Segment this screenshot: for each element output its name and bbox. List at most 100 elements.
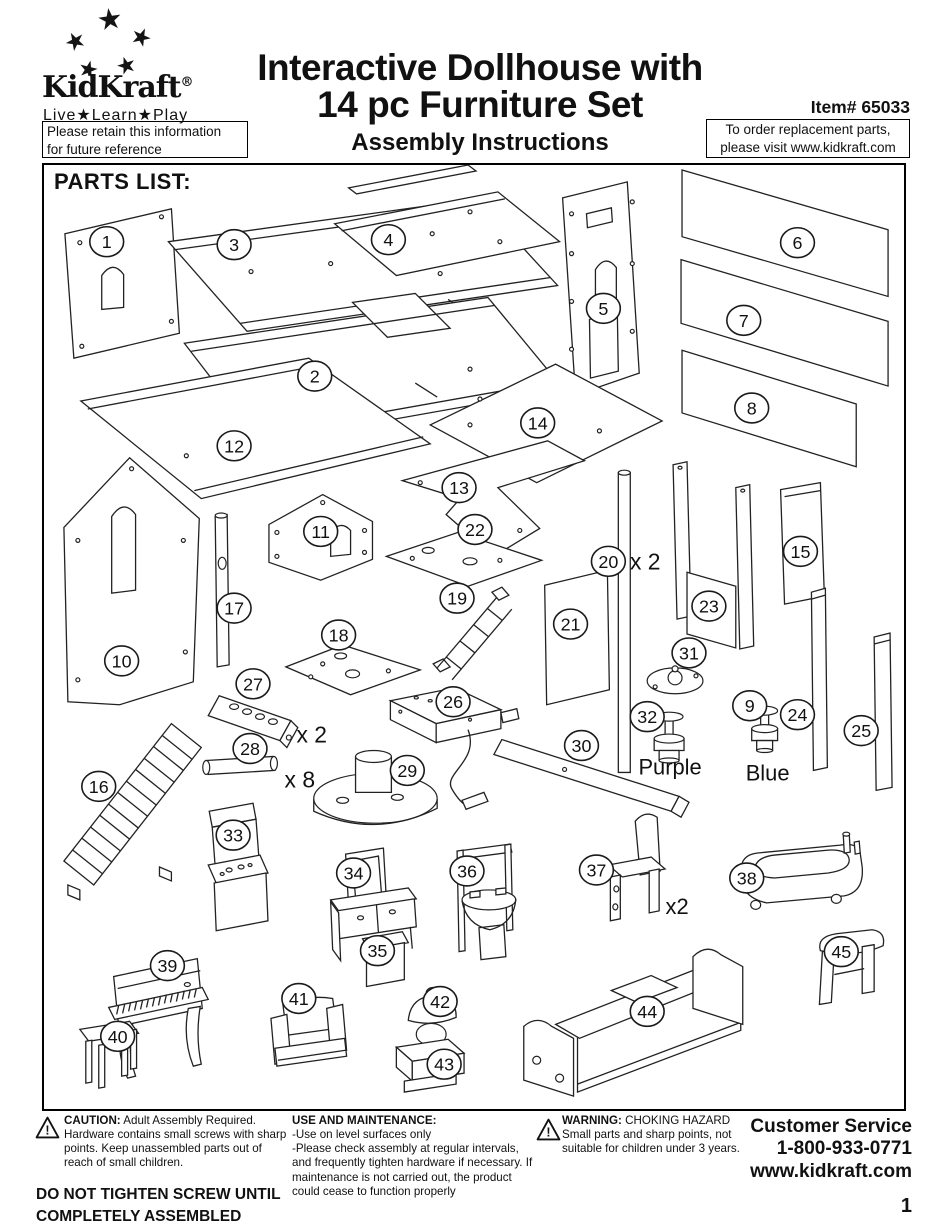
svg-text:21: 21 — [561, 615, 581, 635]
part-27-drawing — [207, 694, 299, 749]
part-20-drawing — [617, 469, 631, 774]
svg-text:34: 34 — [344, 863, 364, 883]
quantity-label: x 8 — [285, 766, 316, 792]
maintenance-line-2: -Please check assembly at regular interv… — [292, 1142, 533, 1198]
page-number: 1 — [900, 1195, 912, 1217]
svg-text:38: 38 — [737, 868, 757, 888]
part-24-number-badge: 24 — [779, 698, 816, 731]
retain-notice-box: Please retain this information for futur… — [42, 121, 248, 158]
part-3-number-badge: 3 — [216, 228, 252, 261]
part-5-number-badge: 5 — [585, 292, 622, 325]
title-line-1: Interactive Dollhouse with — [257, 47, 703, 88]
part-36-number-badge: 36 — [449, 855, 485, 887]
warning-triangle-icon: ! — [35, 1116, 60, 1139]
part-21-number-badge: 21 — [552, 608, 589, 640]
part-6-number-badge: 6 — [779, 226, 816, 259]
quantity-label: x 2 — [630, 548, 661, 574]
part-31-drawing — [646, 665, 704, 695]
svg-text:11: 11 — [311, 522, 330, 542]
part-37-number-badge: 37 — [578, 854, 615, 886]
part-7-drawing — [680, 258, 889, 387]
star-icon: ★ — [59, 24, 92, 59]
svg-text:29: 29 — [397, 761, 417, 781]
svg-text:31: 31 — [679, 643, 699, 663]
svg-text:26: 26 — [443, 692, 463, 712]
part-12-number-badge: 12 — [216, 430, 252, 462]
svg-text:32: 32 — [637, 707, 657, 727]
part-10-number-badge: 10 — [103, 645, 140, 677]
part-18-number-badge: 18 — [320, 619, 357, 651]
part-29-number-badge: 29 — [389, 754, 426, 787]
part-1-drawing — [64, 208, 181, 359]
retain-notice-line-2: for future reference — [47, 141, 162, 157]
part-11-number-badge: 11 — [302, 515, 339, 548]
svg-text:43: 43 — [434, 1055, 454, 1075]
part-2-number-badge: 2 — [297, 360, 333, 392]
part-5-drawing — [561, 181, 640, 396]
part-38-number-badge: 38 — [729, 862, 765, 894]
svg-text:36: 36 — [457, 861, 477, 881]
svg-text:5: 5 — [598, 299, 608, 319]
part-19-drawing — [432, 586, 513, 681]
part-37-drawing — [606, 813, 667, 922]
part-40-drawing — [78, 1020, 140, 1089]
part-44-drawing — [523, 948, 744, 1097]
part-27-number-badge: 27 — [235, 668, 271, 700]
quantity-label: x 2 — [296, 722, 327, 748]
part-28-number-badge: 28 — [232, 732, 268, 765]
svg-text:2: 2 — [310, 367, 320, 387]
do-not-tighten-warning: DO NOT TIGHTEN SCREW UNTIL COMPLETELY AS… — [36, 1184, 281, 1228]
part-17-number-badge: 17 — [216, 592, 252, 624]
part-33-drawing — [207, 802, 269, 932]
warning-body: CHOKING HAZARD Small parts and sharp poi… — [562, 1114, 740, 1156]
part-14-number-badge: 14 — [519, 407, 556, 439]
part-45-number-badge: 45 — [823, 935, 860, 968]
caution-block: CAUTION: Adult Assembly Required. Hardwa… — [64, 1114, 289, 1171]
customer-service-website: www.kidkraft.com — [750, 1160, 912, 1182]
caution-body: Adult Assembly Required. Hardware contai… — [64, 1114, 287, 1170]
svg-text:12: 12 — [224, 436, 244, 456]
part-25-drawing — [873, 632, 893, 792]
svg-text:1: 1 — [102, 232, 112, 252]
quantity-label: Blue — [746, 760, 790, 785]
star-icon: ★ — [94, 2, 126, 38]
svg-text:24: 24 — [788, 705, 808, 725]
part-25-number-badge: 25 — [843, 714, 879, 747]
subtitle: Assembly Instructions — [351, 129, 609, 156]
part-30-number-badge: 30 — [563, 729, 600, 762]
svg-text:14: 14 — [528, 413, 548, 433]
svg-text:18: 18 — [329, 625, 349, 645]
svg-text:30: 30 — [572, 736, 592, 756]
part-24-drawing — [810, 587, 829, 772]
quantity-label: x2 — [665, 894, 688, 919]
document-title: Interactive Dollhouse with 14 pc Furnitu… — [165, 49, 795, 157]
choking-warning-block: WARNING: CHOKING HAZARD Small parts and … — [562, 1114, 759, 1156]
part-38-drawing — [740, 831, 863, 910]
replacement-notice-line-2: please visit www.kidkraft.com — [720, 140, 896, 156]
part-20-number-badge: 20 — [590, 545, 627, 578]
part-12-drawing — [79, 357, 432, 500]
svg-text:15: 15 — [791, 542, 811, 562]
svg-text:3: 3 — [229, 235, 239, 255]
part-23-number-badge: 23 — [691, 590, 727, 622]
brand-name: KidKraft® — [42, 70, 194, 105]
part-44-number-badge: 44 — [629, 995, 665, 1028]
part-17-drawing — [214, 512, 230, 668]
parts-list-heading: PARTS LIST: — [54, 169, 192, 194]
svg-text:35: 35 — [367, 941, 387, 961]
svg-text:28: 28 — [240, 739, 260, 759]
part-8-number-badge: 8 — [733, 392, 770, 424]
svg-text:9: 9 — [745, 696, 755, 716]
customer-service-label: Customer Service — [750, 1116, 912, 1137]
item-number: Item# 65033 — [810, 97, 910, 117]
part-32-number-badge: 32 — [629, 700, 665, 733]
title-line-2: 14 pc Furniture Set — [317, 84, 643, 125]
part-41-number-badge: 41 — [281, 982, 317, 1015]
part-31-number-badge: 31 — [671, 637, 707, 669]
part-39-number-badge: 39 — [149, 949, 186, 982]
part-1-number-badge: 1 — [88, 225, 125, 258]
retain-notice-line-1: Please retain this information — [47, 124, 222, 139]
svg-text:40: 40 — [108, 1027, 128, 1047]
